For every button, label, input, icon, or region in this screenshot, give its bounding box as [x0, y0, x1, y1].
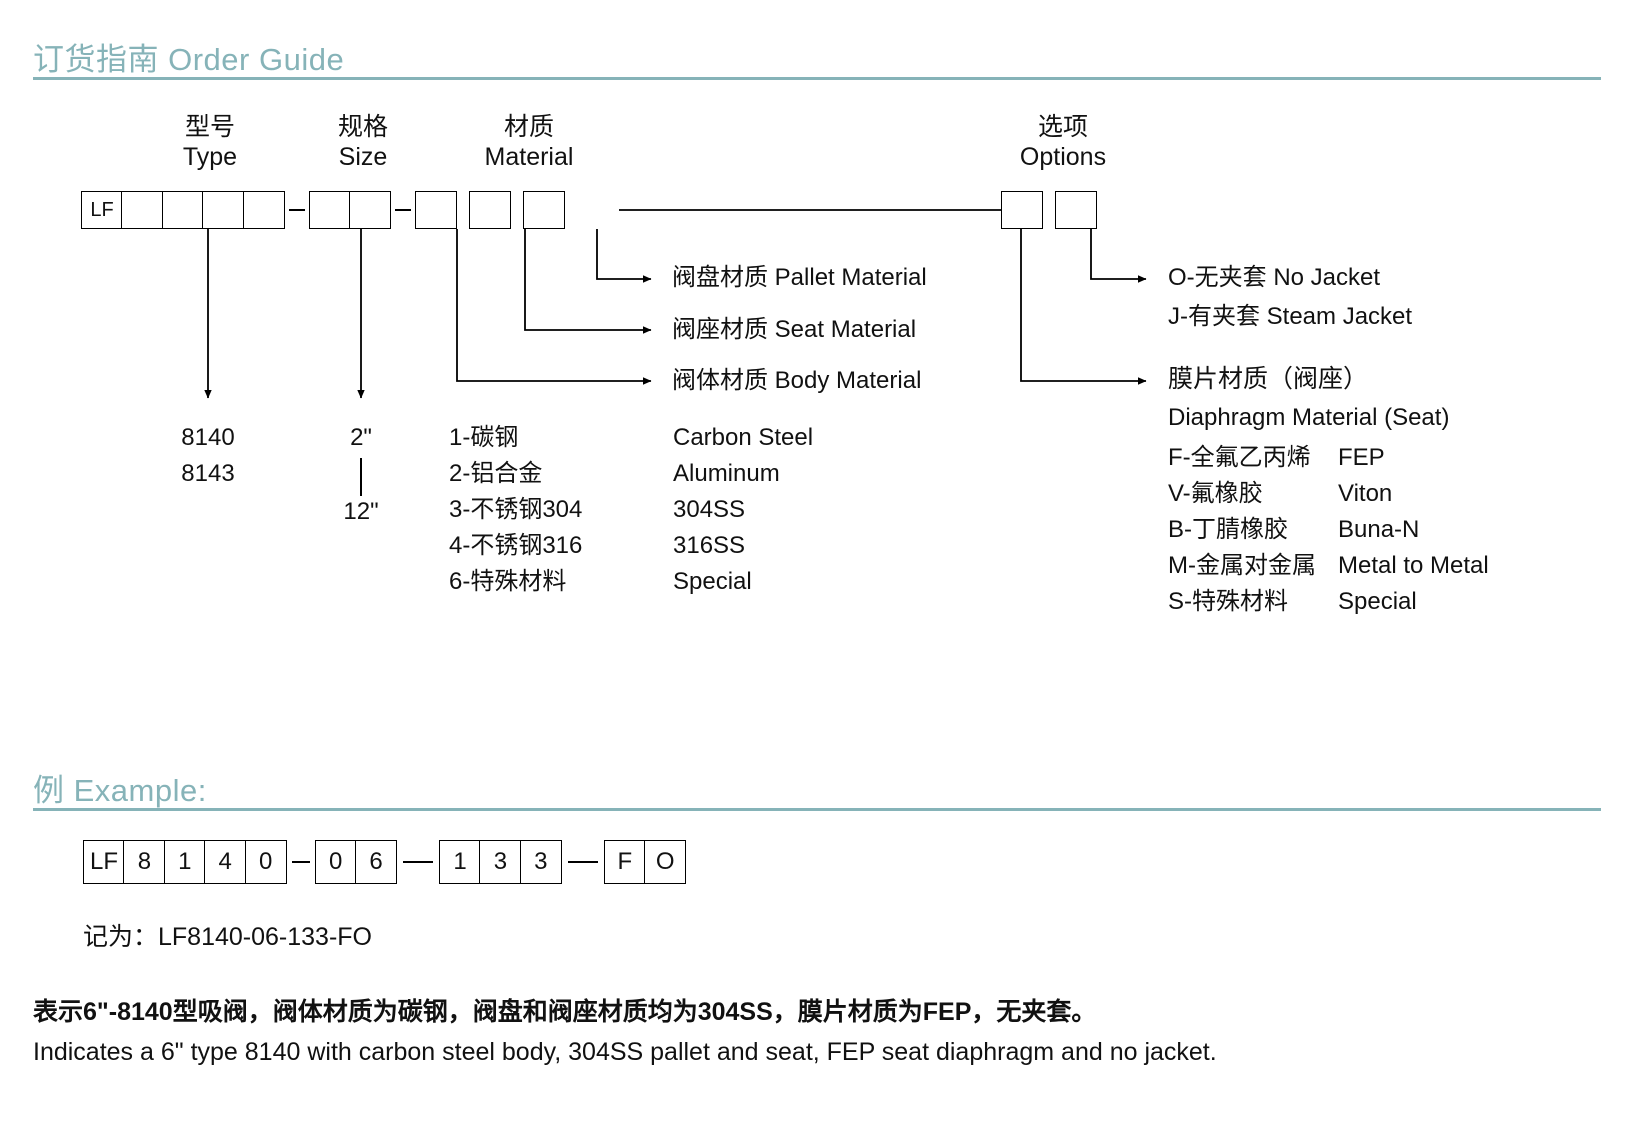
example-dash-3	[567, 861, 598, 863]
group-label-options: 选项 Options	[1019, 113, 1107, 171]
example-cell: LF	[83, 840, 125, 884]
cell-type-2	[161, 191, 204, 229]
cell-size-1	[308, 191, 351, 229]
example-dash-1	[291, 861, 310, 863]
diaphragm-code-list: F-全氟乙丙烯 V-氟橡胶 B-丁腈橡胶 M-金属对金属 S-特殊材料	[1168, 440, 1316, 620]
example-cell: 6	[355, 840, 398, 884]
example-cell: F	[603, 840, 646, 884]
group-label-material: 材质 Material	[484, 113, 574, 171]
cell-size-2	[349, 191, 392, 229]
diaphragm-name: FEP	[1338, 444, 1385, 471]
size-min: 2"	[350, 424, 372, 451]
callout-pallet-material: 阀盘材质 Pallet Material	[672, 264, 927, 291]
callout-steam-jacket: J-有夹套 Steam Jacket	[1168, 303, 1413, 330]
material-code-list: 1-碳钢 2-铝合金 3-不锈钢304 4-不锈钢316 6-特殊材料	[449, 420, 582, 600]
callout-body-material: 阀体材质 Body Material	[672, 367, 922, 394]
example-dash-2	[403, 861, 434, 863]
diaphragm-name: Special	[1338, 588, 1417, 615]
material-name: Special	[673, 568, 752, 595]
example-options-group: F O	[603, 840, 687, 884]
cell-seat-material	[469, 191, 512, 229]
type-value: 8143	[181, 460, 235, 487]
example-cell: 3	[479, 840, 522, 884]
example-code-note: 记为：LF8140-06-133-FO	[83, 923, 373, 951]
material-code: 6-特殊材料	[449, 568, 567, 595]
example-cell: 4	[204, 840, 247, 884]
example-size-group: 0 6	[314, 840, 398, 884]
material-code: 3-不锈钢304	[449, 496, 583, 523]
diaphragm-code: S-特殊材料	[1168, 588, 1288, 615]
separator-dash-1	[288, 209, 305, 211]
type-value: 8140	[181, 424, 235, 451]
example-cell: O	[644, 840, 687, 884]
example-description-cn: 表示6"-8140型吸阀，阀体材质为碳钢，阀盘和阀座材质均为304SS，膜片材质…	[33, 998, 1097, 1026]
material-name: Carbon Steel	[673, 424, 814, 451]
diaphragm-title-en: Diaphragm Material (Seat)	[1168, 404, 1450, 431]
example-rule	[33, 808, 1601, 811]
callout-seat-material: 阀座材质 Seat Material	[672, 316, 917, 343]
size-max: 12"	[343, 498, 379, 525]
diaphragm-name: Viton	[1338, 480, 1393, 507]
order-guide-rule	[33, 77, 1601, 80]
material-name: Aluminum	[673, 460, 780, 487]
material-name: 304SS	[673, 496, 746, 523]
size-box-group	[308, 191, 392, 229]
diaphragm-name: Metal to Metal	[1338, 552, 1489, 579]
diaphragm-name-list: FEP Viton Buna-N Metal to Metal Special	[1338, 440, 1489, 620]
material-box-body	[415, 191, 458, 229]
material-name: 316SS	[673, 532, 746, 559]
options-box-group	[1001, 191, 1097, 229]
material-code: 2-铝合金	[449, 460, 543, 487]
part-number-diagram-boxes: LF	[81, 191, 566, 229]
cell-type-4	[242, 191, 285, 229]
cell-body-material	[415, 191, 458, 229]
material-box-seat	[469, 191, 512, 229]
group-label-size: 规格 Size	[337, 113, 388, 171]
example-cell: 3	[519, 840, 562, 884]
example-cell: 8	[123, 840, 166, 884]
cell-type-3	[202, 191, 245, 229]
separator-dash-2	[395, 209, 412, 211]
group-label-type: 型号 Type	[182, 113, 238, 171]
example-cell: 1	[439, 840, 482, 884]
type-box-group: LF	[81, 191, 285, 229]
example-title: 例 Example:	[33, 773, 207, 808]
diaphragm-code: M-金属对金属	[1168, 552, 1316, 579]
cell-prefix-lf: LF	[81, 191, 123, 229]
type-values-list: 8140 8143	[148, 420, 268, 492]
option-box-jacket	[1055, 191, 1097, 229]
diaphragm-name: Buna-N	[1338, 516, 1420, 543]
example-cell: 0	[314, 840, 357, 884]
material-code: 1-碳钢	[449, 424, 519, 451]
example-description-en: Indicates a 6" type 8140 with carbon ste…	[33, 1038, 1217, 1066]
cell-type-1	[121, 191, 164, 229]
diaphragm-title-cn: 膜片材质（阀座）	[1168, 365, 1369, 393]
material-code: 4-不锈钢316	[449, 532, 583, 559]
example-type-group: LF 8 1 4 0	[83, 840, 287, 884]
example-material-group: 1 3 3	[439, 840, 562, 884]
cell-jacket-option	[1055, 191, 1097, 229]
order-guide-title: 订货指南 Order Guide	[33, 42, 345, 77]
diaphragm-code: V-氟橡胶	[1168, 480, 1263, 507]
callout-no-jacket: O-无夹套 No Jacket	[1168, 264, 1381, 291]
diaphragm-code: B-丁腈橡胶	[1168, 516, 1288, 543]
example-part-number-boxes: LF 8 1 4 0 0 6 1 3 3 F O	[83, 840, 687, 884]
example-cell: 0	[244, 840, 287, 884]
diaphragm-code: F-全氟乙丙烯	[1168, 444, 1311, 471]
cell-pallet-material	[523, 191, 566, 229]
material-box-pallet	[523, 191, 566, 229]
size-range-bar	[360, 458, 362, 496]
cell-diaphragm-material	[1001, 191, 1043, 229]
option-box-diaphragm	[1001, 191, 1043, 229]
size-values-list: 2"	[301, 420, 421, 456]
size-values-list-max: 12"	[301, 494, 421, 530]
material-name-list: Carbon Steel Aluminum 304SS 316SS Specia…	[673, 420, 813, 600]
example-cell: 1	[163, 840, 206, 884]
